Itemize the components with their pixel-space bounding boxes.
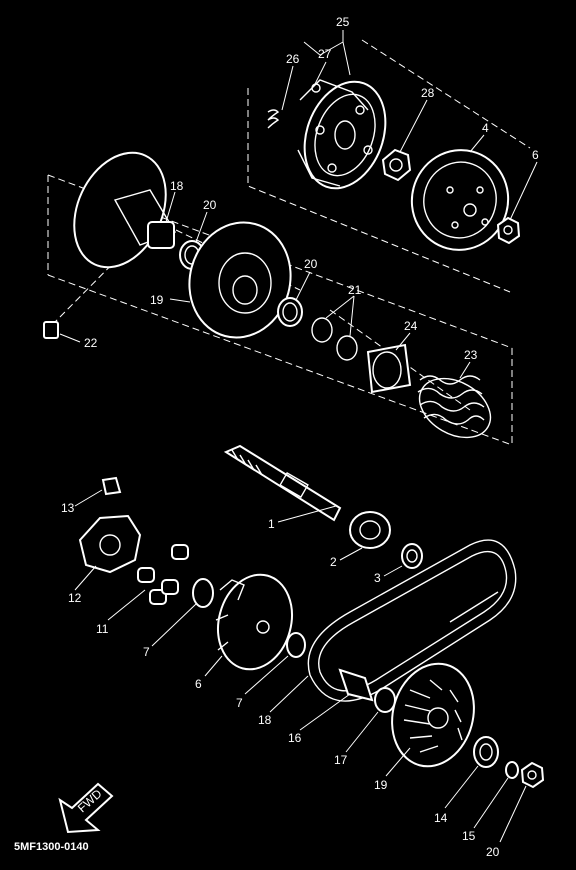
callout-22: 22 — [84, 336, 98, 350]
callout-10: 13 — [61, 501, 75, 515]
callout-7b: 7 — [236, 696, 243, 710]
shaft-collar-13 — [338, 668, 374, 702]
primary-fixed-sheave-16 — [391, 662, 475, 768]
leader-lines — [59, 30, 538, 843]
callout-25: 25 — [336, 15, 350, 29]
oil-seal-20b — [277, 297, 303, 327]
primary-sliding-sheave-6 — [215, 573, 293, 671]
callout-20b: 20 — [304, 257, 318, 271]
bolt-22 — [43, 321, 59, 339]
washer-12 — [505, 761, 519, 779]
callout-6: 6 — [195, 677, 202, 691]
collar-24 — [366, 343, 412, 394]
weights-8 — [137, 544, 189, 605]
callout-17: 20 — [486, 845, 500, 859]
collar-7b — [286, 632, 306, 658]
nut-28 — [381, 148, 412, 182]
callout-9: 12 — [68, 591, 82, 605]
callout-5: 6 — [532, 148, 539, 162]
washer-11 — [473, 736, 499, 768]
callout-15: 18 — [258, 713, 272, 727]
fwd-arrow-icon: FWD — [58, 782, 114, 834]
callout-23: 23 — [464, 348, 478, 362]
cam-9 — [78, 514, 142, 574]
washer-14 — [374, 687, 396, 713]
callout-28: 28 — [421, 86, 435, 100]
callout-numbers: 25 27 26 28 4 6 18 20 19 20 21 24 23 22 … — [61, 15, 539, 859]
bearing-2 — [349, 511, 391, 549]
callout-20a: 20 — [203, 198, 217, 212]
callout-16: 19 — [374, 778, 388, 792]
clutch-housing-4 — [410, 149, 510, 251]
callout-18: 18 — [170, 179, 184, 193]
callout-3: 3 — [374, 571, 381, 585]
callout-8: 11 — [96, 622, 109, 636]
callout-12: 15 — [462, 829, 476, 843]
primary-shaft-1 — [223, 444, 342, 522]
callout-2: 2 — [330, 555, 337, 569]
clutch-carrier-25 — [297, 79, 387, 190]
callout-13: 16 — [288, 731, 302, 745]
figure-code: 5MF1300-0140 — [14, 841, 89, 853]
callout-19: 19 — [150, 293, 164, 307]
primary-fixed-sheave-18 — [73, 151, 177, 269]
callout-1: 1 — [268, 517, 275, 531]
callout-11: 14 — [434, 811, 448, 825]
washer-3 — [401, 543, 423, 569]
nut-5 — [496, 216, 521, 245]
callout-27: 27 — [318, 47, 332, 61]
callout-14: 17 — [334, 753, 348, 767]
compression-spring-23 — [417, 375, 492, 439]
spring-26 — [267, 109, 280, 129]
secondary-sliding-sheave-19 — [188, 221, 292, 339]
nut-17 — [520, 761, 545, 789]
o-rings-21 — [311, 317, 358, 361]
collar-7a — [192, 578, 214, 608]
callout-24: 24 — [404, 319, 418, 333]
callout-26: 26 — [286, 52, 300, 66]
callout-7a: 7 — [143, 645, 150, 659]
slider-10 — [101, 476, 122, 496]
callout-21: 21 — [348, 283, 362, 297]
callout-4: 4 — [482, 121, 489, 135]
